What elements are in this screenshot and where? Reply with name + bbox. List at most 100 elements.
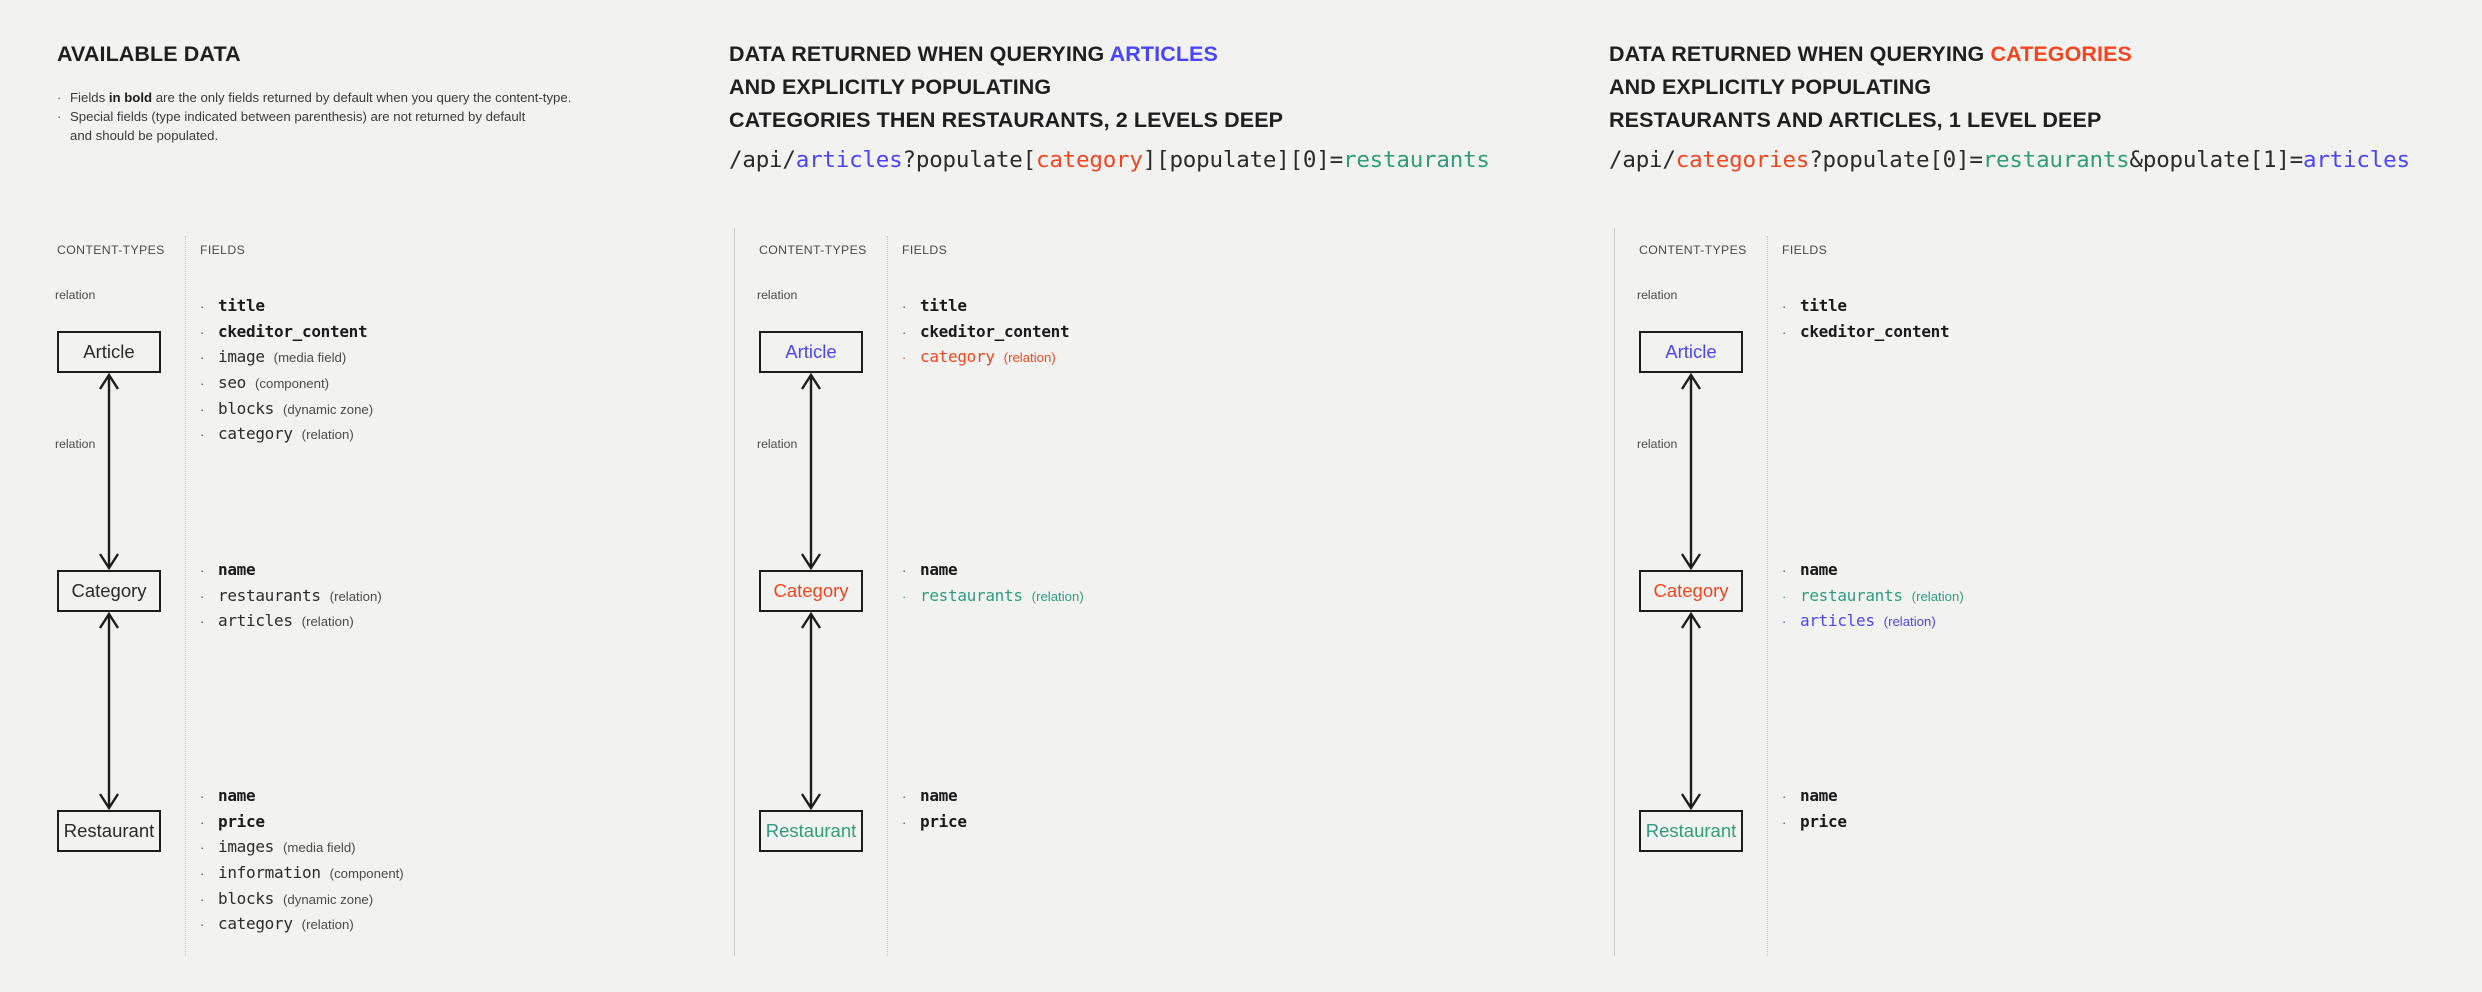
- bullet-icon: ·: [1782, 588, 1787, 604]
- field-row: ·images(media field): [200, 835, 404, 861]
- field-type: (media field): [273, 350, 347, 366]
- column-label-fields: FIELDS: [1782, 243, 1828, 257]
- bullet-icon: ·: [200, 814, 205, 830]
- field-name: title: [1800, 296, 1847, 315]
- field-row: ·title: [902, 294, 1069, 320]
- field-type: (relation): [301, 917, 354, 933]
- query-segment: restaurants: [1982, 147, 2130, 173]
- field-name: restaurants: [1800, 585, 1903, 605]
- heading-prefix: DATA RETURNED WHEN QUERYING: [729, 42, 1110, 66]
- relation-label: relation: [1637, 437, 1678, 451]
- query-segment: category: [1035, 147, 1143, 173]
- field-name: title: [218, 296, 265, 315]
- field-name: name: [920, 786, 958, 805]
- field-row: ·restaurants(relation): [902, 584, 1084, 610]
- field-row: · title: [200, 294, 373, 320]
- bullet-icon: ·: [200, 299, 205, 314]
- field-row: ·title: [1782, 294, 1949, 320]
- field-name: category: [218, 424, 293, 444]
- entity-box-restaurant[interactable]: Restaurant: [57, 810, 161, 852]
- column-dotted-divider: [887, 236, 888, 956]
- query-segment: ?populate[0]=: [1809, 147, 1983, 173]
- bullet-icon: ·: [1782, 563, 1787, 578]
- query-url: /api/categories?populate[0]=restaurants&…: [1609, 145, 2410, 175]
- heading-line-3: CATEGORIES THEN RESTAURANTS, 2 LEVELS DE…: [729, 108, 1284, 132]
- field-row: ·articles(relation): [1782, 609, 1964, 635]
- query-segment: articles: [2303, 147, 2410, 173]
- bullet-icon: ·: [200, 891, 205, 907]
- field-type: (relation): [1031, 588, 1084, 604]
- legend-note-text: Special fields (type indicated between p…: [70, 109, 526, 124]
- bullet-icon: ·: [902, 324, 907, 340]
- heading-line-3: RESTAURANTS AND ARTICLES, 1 LEVEL DEEP: [1609, 108, 2102, 132]
- field-name: ckeditor_content: [1800, 321, 1950, 341]
- heading-line-2: AND EXPLICITLY POPULATING: [729, 75, 1052, 99]
- column-label-content-types: CONTENT-TYPES: [1639, 243, 1747, 257]
- relation-arrow: [89, 612, 129, 810]
- field-row: ·articles(relation): [200, 609, 382, 635]
- field-row: ·name: [1782, 784, 1847, 810]
- field-row: · price: [200, 810, 404, 836]
- bullet-icon: ·: [200, 588, 205, 604]
- field-type: (relation): [329, 588, 382, 604]
- heading-prefix: DATA RETURNED WHEN QUERYING: [1609, 42, 1991, 66]
- entity-box-restaurant[interactable]: Restaurant: [1639, 810, 1743, 852]
- entity-box-category[interactable]: Category: [1639, 570, 1743, 612]
- relation-label: relation: [757, 288, 798, 302]
- field-group-category: ·name·restaurants(relation)·articles(rel…: [1782, 558, 1964, 635]
- field-type: (relation): [1883, 614, 1936, 630]
- bullet-icon: ·: [57, 90, 62, 105]
- field-name: images: [218, 837, 274, 857]
- entity-box-restaurant[interactable]: Restaurant: [759, 810, 863, 852]
- field-group-category: ·name·restaurants(relation)·articles(rel…: [200, 558, 382, 635]
- field-name: blocks: [218, 888, 274, 908]
- field-group-restaurant: ·name·price: [902, 784, 967, 835]
- field-type: (media field): [283, 840, 356, 856]
- bullet-icon: ·: [200, 614, 205, 630]
- column-dotted-divider: [185, 236, 186, 956]
- relation-arrow: [791, 373, 831, 570]
- field-type: (relation): [1911, 588, 1964, 604]
- field-row: ·name: [902, 784, 967, 810]
- field-row: · restaurants (relation): [1782, 584, 1964, 610]
- field-name: name: [920, 560, 958, 579]
- query-segment: articles: [795, 147, 903, 173]
- heading-prefix: AVAILABLE DATA: [57, 42, 241, 66]
- bullet-icon: ·: [902, 299, 907, 314]
- field-row: ·category(relation): [200, 422, 373, 448]
- entity-box-article[interactable]: Article: [1639, 331, 1743, 373]
- relation-label: relation: [757, 437, 798, 451]
- query-segment: ][populate][0]=: [1142, 147, 1343, 173]
- bullet-icon: ·: [902, 814, 907, 830]
- column-label-content-types: CONTENT-TYPES: [759, 243, 867, 257]
- field-group-restaurant: ·name·price: [1782, 784, 1847, 835]
- entity-box-article[interactable]: Article: [759, 331, 863, 373]
- relation-label: relation: [55, 437, 96, 451]
- legend-note-text: and should be populated.: [70, 128, 219, 143]
- legend-notes: ·Fields in bold are the only fields retu…: [57, 88, 657, 145]
- bullet-icon: ·: [902, 563, 907, 578]
- field-row: ·ckeditor_content: [200, 320, 373, 346]
- legend-note-item: and should be populated.: [57, 126, 657, 145]
- field-type: (relation): [301, 614, 354, 630]
- entity-box-category[interactable]: Category: [759, 570, 863, 612]
- field-type: (dynamic zone): [283, 401, 374, 417]
- field-row: ·image(media field): [200, 345, 373, 371]
- field-name: seo: [218, 373, 246, 393]
- field-name: name: [1800, 560, 1838, 579]
- legend-note-item: ·Special fields (type indicated between …: [57, 107, 657, 126]
- field-name: category: [920, 347, 995, 367]
- relation-arrow: [89, 373, 129, 570]
- field-name: price: [218, 811, 265, 831]
- panel-available-data: AVAILABLE DATA ·Fields in bold are the on…: [0, 0, 720, 992]
- field-row: ·blocks(dynamic zone): [200, 887, 404, 913]
- field-group-article: · title ·ckeditor_content·image(media fiel…: [200, 294, 373, 448]
- query-segment: categories: [1675, 147, 1810, 173]
- bullet-icon: ·: [200, 427, 205, 443]
- entity-box-category[interactable]: Category: [57, 570, 161, 612]
- entity-box-article[interactable]: Article: [57, 331, 161, 373]
